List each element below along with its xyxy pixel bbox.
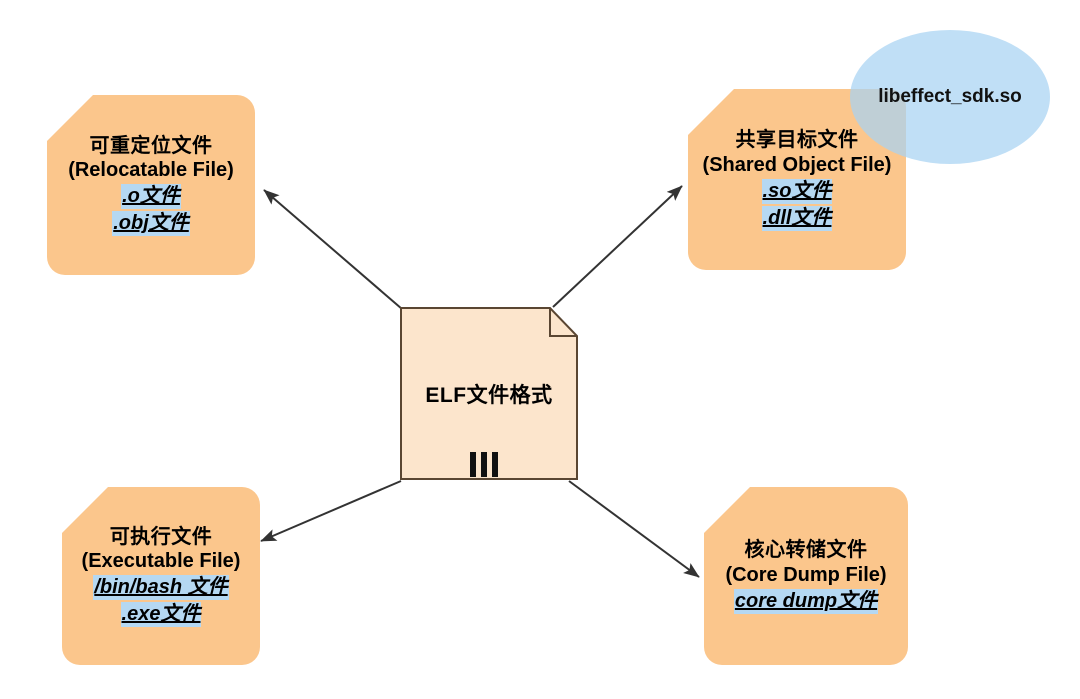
callout-libeffect-sdk[interactable]: libeffect_sdk.so (850, 30, 1050, 164)
doc-bar-1 (470, 452, 476, 477)
node-relocatable-file[interactable]: 可重定位文件 (Relocatable File) .o文件 .obj文件 (47, 95, 255, 275)
node-relocatable-extensions: .o文件 .obj文件 (112, 182, 190, 237)
node-executable-extensions: /bin/bash 文件 .exe文件 (93, 573, 229, 628)
node-shared-extensions: .so文件 .dll文件 (761, 177, 833, 231)
edge-center-to-shared (552, 185, 683, 308)
node-core-dump-file[interactable]: 核心转储文件 (Core Dump File) core dump文件 (704, 487, 908, 665)
node-elf-file-format[interactable]: ELF文件格式 (400, 307, 578, 480)
node-shared-ext-0: .so文件 (761, 178, 833, 204)
node-relocatable-ext-0: .o文件 (121, 184, 181, 210)
node-coredump-extensions: core dump文件 (733, 587, 879, 614)
edge-center-to-coredump (568, 480, 700, 578)
doc-bar-2 (481, 452, 487, 477)
node-relocatable-title-cn: 可重定位文件 (89, 134, 213, 157)
node-coredump-title-en: (Core Dump File) (725, 563, 887, 586)
node-relocatable-title-en: (Relocatable File) (68, 159, 234, 181)
callout-label: libeffect_sdk.so (878, 86, 1022, 107)
node-shared-ext-1: .dll文件 (761, 205, 833, 231)
node-coredump-title-cn: 核心转储文件 (744, 539, 868, 562)
node-executable-file[interactable]: 可执行文件 (Executable File) /bin/bash 文件 .ex… (62, 487, 260, 665)
node-relocatable-ext-1: .obj文件 (112, 211, 190, 237)
node-executable-title-en: (Executable File) (81, 550, 241, 572)
node-executable-ext-1: .exe文件 (120, 602, 202, 628)
document-icon (400, 307, 578, 480)
node-shared-title-en: (Shared Object File) (702, 153, 892, 176)
edge-center-to-executable (260, 480, 402, 542)
edge-center-to-relocatable (263, 189, 403, 310)
node-executable-title-cn: 可执行文件 (109, 525, 213, 548)
node-executable-ext-0: /bin/bash 文件 (93, 575, 229, 601)
node-coredump-ext-0: core dump文件 (733, 588, 879, 614)
node-shared-title-cn: 共享目标文件 (735, 129, 859, 152)
node-elf-label: ELF文件格式 (425, 383, 553, 407)
doc-bar-3 (492, 452, 498, 477)
